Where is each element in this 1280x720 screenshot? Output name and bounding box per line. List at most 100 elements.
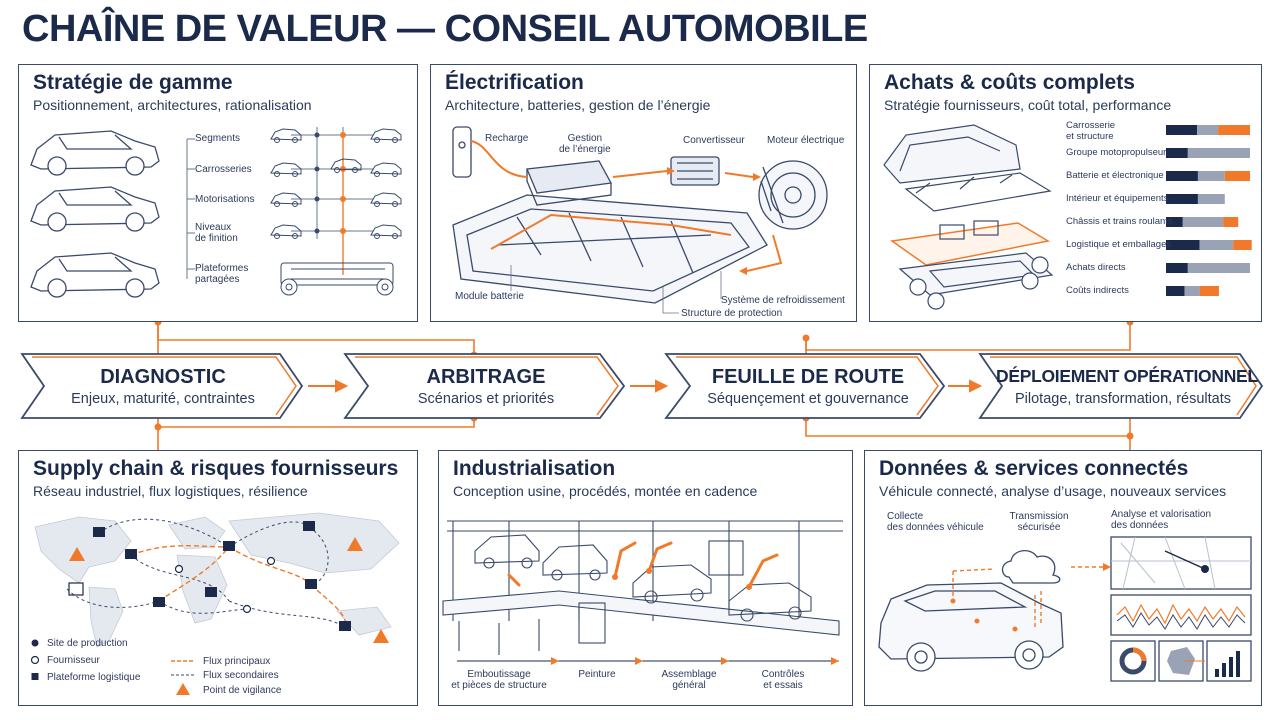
cost-bar-segment-navy: [1166, 125, 1198, 135]
label-collecte: Collecte des données véhicule: [887, 511, 984, 533]
label-segments: Segments: [195, 133, 241, 144]
chevron-diagnostic: [20, 353, 304, 419]
chevron-subtitle: Séquençement et gouvernance: [707, 391, 909, 407]
platform-chassis-icon: [280, 262, 394, 296]
chart-widget: [1110, 594, 1252, 636]
panel-title: Industrialisation: [453, 457, 616, 480]
panel-subtitle: Stratégie fournisseurs, coût total, perf…: [884, 97, 1172, 113]
legend-square-plateforme: [31, 673, 39, 680]
label-plateformes: Plateformes partagées: [195, 263, 249, 285]
chevron-subtitle: Enjeux, maturité, contraintes: [71, 391, 255, 407]
cost-bar-segment-orange: [1199, 286, 1219, 296]
panel-strategie-gamme: Stratégie de gamme Positionnement, archi…: [18, 64, 418, 322]
cost-bar-segment-gray: [1197, 171, 1225, 181]
factory-icon: [305, 579, 317, 589]
cost-bar-segment-gray: [1187, 263, 1250, 273]
chevron-title: DÉPLOIEMENT OPÉRATIONNEL: [996, 366, 1258, 386]
converter-icon: [670, 156, 720, 186]
cost-bar-segment-gray: [1182, 217, 1224, 227]
panel-industrialisation: Industrialisation Conception usine, proc…: [438, 450, 853, 706]
cost-bar-segment-navy: [1166, 263, 1188, 273]
legend-label: Site de production: [47, 638, 128, 649]
cost-bar-segment-orange: [1224, 171, 1250, 181]
cost-bar-segment-navy: [1166, 148, 1188, 158]
factory-icon: [303, 521, 315, 531]
label-niveaux-finition: Niveaux de finition: [195, 222, 238, 244]
panel-achats-couts: Achats & coûts complets Stratégie fourni…: [869, 64, 1262, 322]
chevron-title: DIAGNOSTIC: [100, 366, 226, 388]
panel-subtitle: Architecture, batteries, gestion de l’én…: [445, 97, 711, 113]
cost-bar-segment-navy: [1166, 217, 1183, 227]
step-controles: Contrôles et essais: [761, 669, 805, 691]
world-map-network: [30, 512, 400, 695]
cost-bars: [1166, 125, 1252, 296]
label-gestion-energie: Gestion de l’énergie: [559, 133, 611, 155]
car-lineup-illustration: [30, 127, 402, 298]
chevron-deploiement: [978, 353, 1264, 419]
label-carrosseries: Carrosseries: [195, 164, 252, 175]
panel-subtitle: Véhicule connecté, analyse d’usage, nouv…: [879, 483, 1227, 499]
panel-title: Stratégie de gamme: [33, 71, 233, 94]
cost-row-label: Coûts indirects: [1066, 285, 1129, 296]
panel-supply-chain: Supply chain & risques fournisseurs Rése…: [18, 450, 418, 706]
factory-icon: [205, 587, 217, 597]
cost-row-label: Groupe motopropulseur: [1066, 147, 1167, 158]
panel-electrification: Électrification Architecture, batteries,…: [430, 64, 857, 322]
warning-icon: [69, 537, 389, 643]
map-widget: [1110, 536, 1252, 590]
warehouse-icon: [68, 582, 84, 596]
factory-icon: [125, 549, 137, 559]
label-motorisations: Motorisations: [195, 194, 255, 205]
cost-row-label: Logistique et emballages: [1066, 239, 1172, 250]
cost-row-label: Châssis et trains roulants: [1066, 216, 1173, 227]
step-assemblage: Assemblage général: [661, 669, 717, 691]
electric-motor-icon: [758, 160, 828, 230]
panel-donnees-services: Données & services connectés Véhicule co…: [864, 450, 1262, 706]
legend-label: Plateforme logistique: [47, 672, 141, 683]
panel-subtitle: Réseau industriel, flux logistiques, rés…: [33, 483, 308, 499]
cost-row-label: Batterie et électronique: [1066, 170, 1164, 181]
panel-subtitle: Positionnement, architectures, rationali…: [33, 97, 312, 113]
step-peinture: Peinture: [578, 669, 616, 680]
charger-icon: [452, 126, 472, 178]
label-analyse: Analyse et valorisation des données: [1111, 509, 1212, 531]
car-body-icon: [474, 534, 540, 569]
france-map-icon: [1167, 647, 1195, 675]
legend-label: Point de vigilance: [203, 685, 282, 696]
legend-label: Flux secondaires: [203, 670, 279, 681]
cost-bar-segment-navy: [1166, 286, 1185, 296]
connector-bottom-2: [805, 418, 1131, 450]
factory-icon: [223, 541, 235, 551]
cost-bar-segment-navy: [1166, 240, 1200, 250]
label-moteur-electrique: Moteur électrique: [767, 135, 845, 146]
factory-icon: [339, 621, 351, 631]
chevron-title: FEUILLE DE ROUTE: [711, 366, 905, 388]
car-icon: [632, 564, 712, 604]
label-transmission: Transmission sécurisée: [1009, 511, 1069, 533]
panel-title: Électrification: [445, 71, 584, 94]
label-structure-protection: Structure de protection: [681, 308, 783, 319]
bar-widget: [1206, 640, 1252, 682]
cost-bar-segment-navy: [1166, 194, 1198, 204]
legend-dot-fournisseur: [30, 655, 40, 665]
cloud-icon: [1001, 550, 1061, 584]
cost-bar-segment-orange: [1223, 217, 1239, 227]
cost-bar-segment-gray: [1184, 286, 1200, 296]
cost-bar-segment-gray: [1199, 240, 1234, 250]
car-icon: [30, 186, 160, 232]
cost-row-label: Achats directs: [1066, 262, 1126, 273]
page-title: CHAÎNE DE VALEUR — CONSEIL AUTOMOBILE: [22, 8, 868, 50]
car-body-icon: [542, 544, 608, 581]
cost-row-label: Carrosserie et structure: [1066, 120, 1116, 142]
connected-car-icon: [878, 582, 1064, 672]
panel-title: Supply chain & risques fournisseurs: [33, 457, 399, 480]
legend-dot-production: [31, 639, 39, 647]
panel-title: Achats & coûts complets: [884, 71, 1135, 94]
chevron-subtitle: Scénarios et priorités: [417, 391, 555, 407]
car-icon: [30, 252, 160, 298]
chevron-feuille-route: [664, 353, 946, 419]
cost-bar-segment-orange: [1218, 125, 1250, 135]
factory-icon: [93, 527, 105, 537]
battery-pack-illustration: [452, 126, 828, 314]
